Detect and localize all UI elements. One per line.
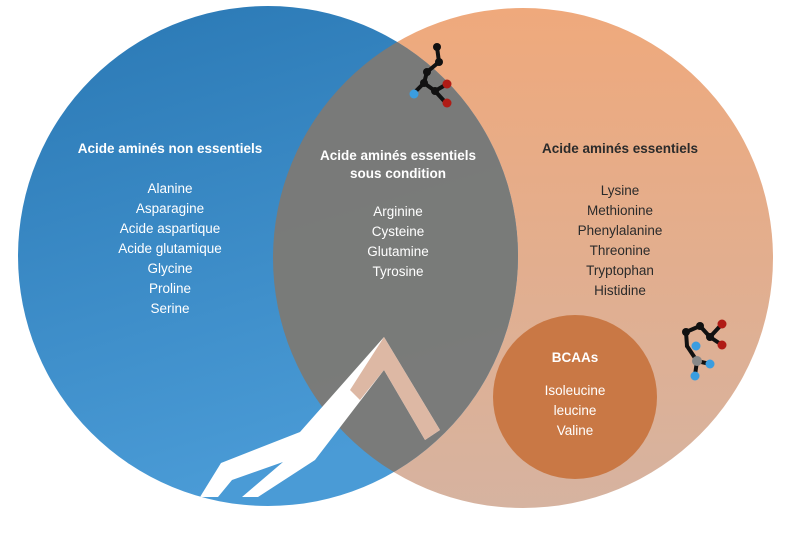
- list-item: Asparagine: [135, 201, 205, 216]
- bcaa-circle: [493, 315, 657, 479]
- list-item: Glycine: [147, 261, 193, 276]
- conditional-title-line2: sous condition: [350, 166, 446, 181]
- list-item: Alanine: [147, 181, 193, 196]
- list-item: Cysteine: [371, 224, 425, 239]
- list-item: Tyrosine: [372, 264, 424, 279]
- molecule-icon-right: [682, 319, 727, 381]
- non-essential-title: Acide aminés non essentiels: [77, 141, 263, 156]
- list-item: Threonine: [589, 243, 651, 258]
- list-item: Isoleucine: [544, 383, 606, 398]
- list-item: Glutamine: [367, 244, 429, 259]
- essential-block: Acide aminés essentiels Lysine Methionin…: [510, 139, 730, 301]
- list-item: Acide glutamique: [118, 241, 222, 256]
- branch-decoration: [200, 337, 440, 497]
- non-essential-block: Acide aminés non essentiels Alanine Aspa…: [40, 139, 300, 319]
- list-item: Acide aspartique: [119, 221, 221, 236]
- conditional-block: Acide aminés essentiels sous condition A…: [298, 147, 498, 282]
- list-item: Histidine: [594, 283, 646, 298]
- list-item: Phenylalanine: [577, 223, 663, 238]
- molecule-icon: [409, 43, 452, 108]
- conditional-title: Acide aminés essentiels: [319, 148, 477, 163]
- list-item: Arginine: [373, 204, 423, 219]
- list-item: Proline: [148, 281, 192, 296]
- list-item: leucine: [553, 403, 597, 418]
- list-item: Tryptophan: [586, 263, 654, 278]
- list-item: Valine: [556, 423, 594, 438]
- list-item: Lysine: [600, 183, 640, 198]
- essential-title: Acide aminés essentiels: [541, 141, 699, 156]
- list-item: Serine: [150, 301, 190, 316]
- bcaa-title: BCAAs: [551, 350, 599, 365]
- list-item: Methionine: [586, 203, 654, 218]
- bcaa-block: BCAAs Isoleucine leucine Valine: [505, 348, 645, 441]
